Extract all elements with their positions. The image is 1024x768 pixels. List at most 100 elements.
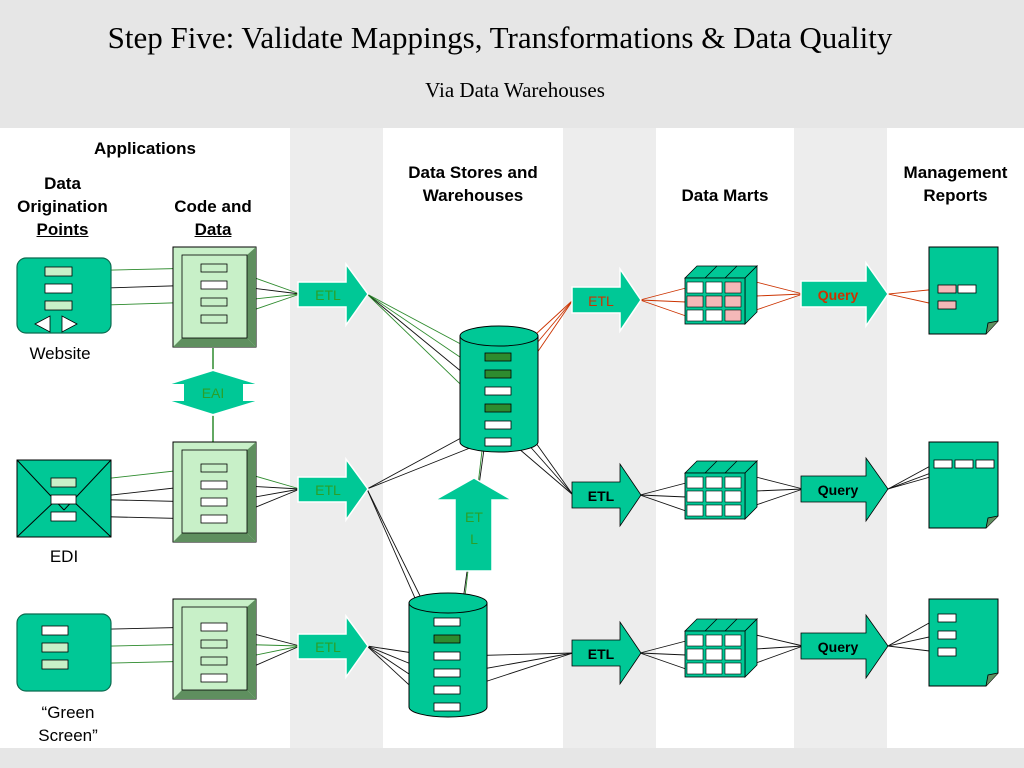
field-dark [484, 352, 512, 362]
cube-edge [704, 265, 718, 279]
data-origination-line1: Data [44, 174, 81, 193]
green-screen-line2: Screen” [38, 726, 98, 745]
field-dark [433, 634, 461, 644]
connector-line [639, 287, 687, 301]
data-mart-cube-1 [684, 265, 758, 325]
field-light [44, 300, 73, 311]
cube-edge [724, 265, 738, 279]
code-and-data-line2: Data [194, 220, 232, 239]
website-label: Website [29, 344, 91, 363]
slide-subtitle: Via Data Warehouses [425, 78, 605, 102]
field-white [433, 702, 461, 712]
field-white [937, 630, 957, 640]
bevel-shadow [173, 690, 256, 699]
connector-line [639, 299, 687, 303]
report-document-2 [928, 441, 999, 529]
connector-line [639, 652, 687, 670]
field-white [41, 625, 69, 636]
connector-line [639, 482, 687, 496]
field-light [200, 639, 228, 649]
field-light [41, 642, 69, 653]
connector-line [755, 281, 804, 295]
field-light [50, 477, 77, 488]
field-white [200, 497, 228, 507]
envelope-fold [16, 499, 57, 538]
green-screen-box [16, 613, 112, 692]
triangle-left-icon [34, 315, 51, 333]
field-white [200, 280, 228, 290]
field-white [484, 437, 512, 447]
cube-top [684, 460, 758, 474]
cell-pink [724, 309, 742, 322]
field-white [954, 459, 974, 469]
management-reports-heading: Management Reports [887, 161, 1024, 207]
triangle-right-icon [61, 315, 78, 333]
green-screen-line1: “Green [41, 703, 95, 722]
field-white [200, 480, 228, 490]
etl-arrow-3: ETL [297, 613, 369, 680]
etl-arrow-4: ETL [571, 266, 642, 334]
connector-line [755, 293, 804, 311]
cell-white [705, 309, 723, 322]
slide-title: Step Five: Validate Mappings, Transforma… [107, 20, 893, 55]
website-source [16, 257, 112, 334]
field-white [484, 420, 512, 430]
query-arrow-label: Query [818, 482, 859, 498]
document-shape [928, 598, 999, 687]
report-document-3 [928, 598, 999, 687]
cell-pink [724, 281, 742, 294]
connector-line [755, 645, 804, 664]
connector-line [887, 463, 935, 490]
data-origination-heading: Data Origination Points [0, 172, 125, 241]
etl-arrow-shape [571, 620, 642, 686]
cell-white [705, 281, 723, 294]
green-screen-label: “Green Screen” [0, 701, 136, 747]
field-light [200, 656, 228, 666]
etl-arrow-label: ETL [315, 287, 341, 303]
cell-pink [724, 295, 742, 308]
cube-edge [704, 460, 718, 474]
etl-arrow-label: ETL [315, 482, 341, 498]
field-white [933, 459, 953, 469]
report-document-1 [928, 246, 999, 335]
data-stores-line1: Data Stores and [408, 163, 538, 182]
data-mart-cube-3 [684, 618, 758, 678]
etl-arrow-6: ETL [571, 620, 642, 686]
field-white [200, 514, 228, 524]
field-white [433, 651, 461, 661]
cube-edge [704, 618, 718, 632]
cube-edge [724, 460, 738, 474]
etl-arrow-2: ETL [297, 456, 369, 523]
cell-white [705, 504, 723, 517]
field-white [200, 673, 228, 683]
field-white [200, 622, 228, 632]
field-white [975, 459, 995, 469]
management-reports-line1: Management [903, 163, 1008, 182]
query-arrow-1: Query [800, 260, 889, 329]
cell-white [686, 309, 704, 322]
connector-line [639, 494, 687, 512]
bevel-shadow [247, 247, 256, 347]
etl-arrow-shape [571, 462, 642, 528]
connector-line [510, 441, 574, 496]
management-reports-line2: Reports [923, 186, 988, 205]
etl-up-label-line2: L [470, 531, 478, 547]
connector-line [639, 640, 687, 654]
cell-white [686, 648, 704, 661]
query-arrow-label: Query [818, 639, 859, 655]
cell-white [705, 648, 723, 661]
field-light [44, 266, 73, 277]
data-stores-line2: Warehouses [422, 186, 524, 205]
data-origination-line3: Points [36, 220, 89, 239]
connector-line [755, 488, 804, 492]
field-white [937, 613, 957, 623]
data-store-cylinder [408, 592, 488, 718]
connector-line [755, 476, 804, 490]
document-shape [928, 441, 999, 529]
applications-heading: Applications [93, 139, 196, 158]
etl-arrow-shape [297, 613, 369, 680]
field-white [50, 494, 77, 505]
field-light [200, 314, 228, 324]
cell-white [724, 634, 742, 647]
cell-white [686, 281, 704, 294]
